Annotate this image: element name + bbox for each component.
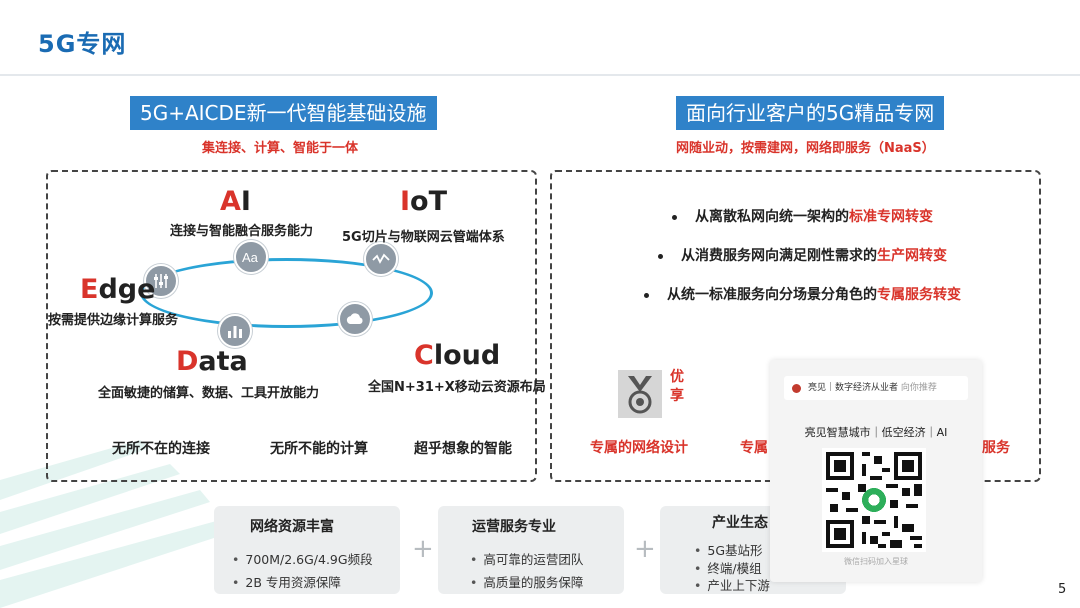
exclusive-network-design-text: 专属的网络设计	[590, 440, 688, 456]
sliders-icon	[144, 264, 178, 298]
qr-overlay-card[interactable]: 亮见｜数字经济从业者 向你推荐 亮见智慧城市｜低空经济｜AI	[770, 360, 982, 582]
omnipotent-computing-text: 无所不能的计算	[270, 441, 368, 457]
bullet-production-network: 从消费服务网向满足刚性需求的生产网转变	[658, 245, 947, 265]
cloud-icon	[338, 302, 372, 336]
edge-caption: 按需提供边缘计算服务	[48, 313, 179, 328]
service-text: 服务	[982, 440, 1010, 456]
brand-logo-icon	[792, 384, 801, 393]
left-panel-subtitle: 集连接、计算、智能于一体	[202, 141, 359, 156]
data-label: Data	[176, 346, 248, 377]
plus-sign: +	[412, 534, 434, 564]
signal-wave-icon	[364, 242, 398, 276]
left-panel-box	[46, 170, 537, 482]
text-aa-icon: Aa	[234, 240, 268, 274]
aicde-ring	[140, 258, 433, 328]
card-network-resources-item: 2B 专用资源保障	[232, 572, 341, 591]
exclusive-text: 专属	[740, 440, 768, 456]
overlay-head-grey: 向你推荐	[900, 383, 937, 393]
overlay-recommend-bar: 亮见｜数字经济从业者 向你推荐	[784, 376, 968, 400]
card-industry-ecosystem-item: 5G基站形	[694, 540, 762, 559]
medal-icon	[618, 370, 662, 418]
ubiquitous-connection-text: 无所不在的连接	[112, 441, 210, 457]
cloud-caption: 全国N+31+X移动云资源布局	[368, 380, 546, 395]
card-network-resources-item: 700M/2.6G/4.9G频段	[232, 549, 372, 568]
card-operations-item: 高可靠的运营团队	[470, 549, 583, 568]
chart-bar-icon	[218, 314, 252, 348]
overlay-brand: 亮见	[808, 383, 827, 393]
left-panel-heading: 5G+AICDE新一代智能基础设施	[130, 96, 437, 130]
card-network-resources-title: 网络资源丰富	[250, 519, 334, 535]
qr-code-icon[interactable]	[822, 448, 926, 552]
overlay-footer-text: 微信扫码加入星球	[844, 557, 908, 566]
slide-title: 5G专网	[38, 30, 127, 58]
cloud-label: Cloud	[414, 340, 501, 371]
decorative-stripes	[0, 440, 220, 608]
premium-label: 优享	[670, 369, 684, 404]
card-industry-ecosystem-item: 产业上下游	[694, 575, 770, 594]
bullet-exclusive-service: 从统一标准服务向分场景分角色的专属服务转变	[644, 284, 961, 304]
card-industry-ecosystem-item: 终端/模组	[694, 558, 761, 577]
page-number: 5	[1058, 582, 1067, 597]
edge-label: Edge	[80, 274, 156, 305]
iot-caption: 5G切片与物联网云管端体系	[342, 230, 505, 245]
plus-sign: +	[634, 534, 656, 564]
data-caption: 全面敏捷的储算、数据、工具开放能力	[98, 386, 320, 401]
right-panel-subtitle: 网随业动，按需建网，网络即服务（NaaS）	[676, 141, 935, 156]
title-divider	[0, 74, 1080, 76]
ai-caption: 连接与智能融合服务能力	[170, 224, 314, 239]
card-operations-title: 运营服务专业	[472, 519, 556, 535]
beyond-intelligence-text: 超乎想象的智能	[414, 441, 512, 457]
right-panel-heading: 面向行业客户的5G精品专网	[676, 96, 945, 130]
ai-label: AI	[220, 186, 251, 217]
svg-text:Aa: Aa	[242, 250, 259, 265]
iot-label: IoT	[400, 186, 448, 217]
bullet-standard-network: 从离散私网向统一架构的标准专网转变	[672, 206, 933, 226]
card-operations-item: 高质量的服务保障	[470, 572, 583, 591]
overlay-tags: 亮见智慧城市｜低空经济｜AI	[804, 426, 948, 439]
card-industry-ecosystem-title: 产业生态	[712, 515, 768, 531]
overlay-head-text: 数字经济从业者	[835, 383, 899, 393]
